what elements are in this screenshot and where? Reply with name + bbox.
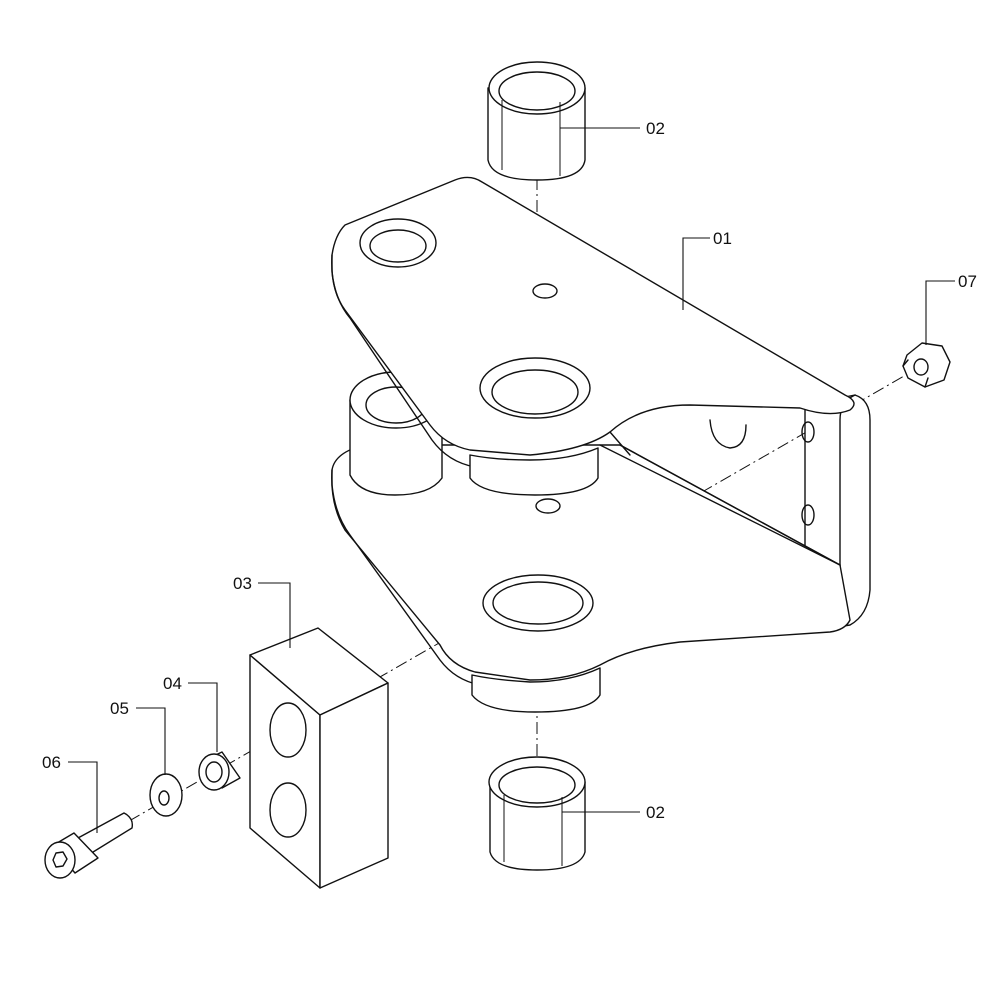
callout-04: 04 bbox=[163, 674, 182, 693]
callout-02-top: 02 bbox=[646, 119, 665, 138]
callout-01: 01 bbox=[713, 229, 732, 248]
callout-03: 03 bbox=[233, 574, 252, 593]
top-plate-bore-center bbox=[479, 357, 591, 419]
leader-05 bbox=[136, 707, 166, 775]
bottom-boss bbox=[471, 667, 601, 713]
top-plate-bore-left bbox=[359, 218, 437, 268]
part-04-sleeve bbox=[198, 751, 241, 791]
top-boss bbox=[469, 447, 599, 496]
bottom-plate-bore bbox=[482, 574, 594, 632]
leader-07 bbox=[925, 280, 955, 345]
part-05-washer bbox=[149, 773, 183, 817]
callout-05: 05 bbox=[110, 699, 129, 718]
leader-03 bbox=[258, 582, 291, 648]
part-06-screw bbox=[44, 812, 134, 879]
leader-04 bbox=[188, 682, 218, 752]
part-02-bushing-top bbox=[487, 61, 586, 181]
leader-01 bbox=[682, 237, 710, 310]
part-02-bushing-bottom bbox=[488, 756, 586, 871]
callout-06: 06 bbox=[42, 753, 61, 772]
callout-07: 07 bbox=[958, 272, 977, 291]
callout-02-bottom: 02 bbox=[646, 803, 665, 822]
part-01-bracket bbox=[331, 176, 871, 713]
leader-06 bbox=[68, 761, 98, 833]
part-03-block bbox=[249, 627, 389, 889]
part-07-nut bbox=[902, 342, 951, 388]
